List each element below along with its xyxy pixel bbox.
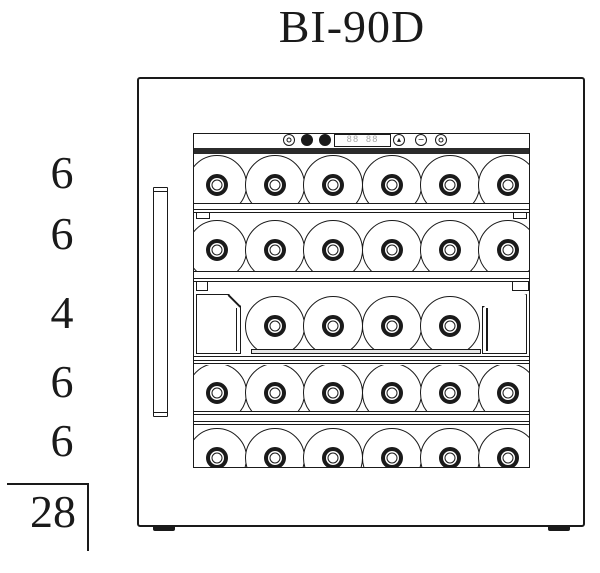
bottle-neck-icon bbox=[206, 382, 228, 404]
wine-bottle bbox=[362, 155, 422, 204]
wine-bottle bbox=[478, 220, 529, 271]
bottle-neck-icon bbox=[381, 382, 403, 404]
wine-bottle bbox=[362, 220, 422, 271]
wine-bottle bbox=[303, 428, 363, 467]
wine-bottle bbox=[245, 220, 305, 271]
shelf-2 bbox=[194, 271, 529, 282]
bottle-row-1 bbox=[194, 154, 529, 204]
bottle-neck-icon bbox=[264, 447, 286, 467]
row-capacity-label-4: 6 bbox=[50, 356, 74, 407]
wine-bottle bbox=[420, 428, 480, 467]
wine-bottle bbox=[362, 365, 422, 411]
bottle-neck-icon bbox=[206, 239, 228, 261]
temperature-display: 88 88 bbox=[334, 134, 391, 147]
bottle-row-4 bbox=[194, 365, 529, 411]
wine-bottle bbox=[245, 296, 305, 354]
wine-bottle bbox=[245, 428, 305, 467]
bottle-neck-icon bbox=[497, 382, 519, 404]
shelf-1-right-bracket bbox=[513, 213, 527, 219]
sum-divider-line bbox=[7, 483, 88, 485]
bottle-neck-icon bbox=[264, 315, 286, 337]
shelf-2-right-bracket bbox=[512, 282, 529, 291]
model-title: BI-90D bbox=[278, 1, 426, 52]
bottle-neck-icon bbox=[264, 239, 286, 261]
bottle-neck-icon bbox=[206, 447, 228, 467]
wine-bottle bbox=[362, 428, 422, 467]
wine-bottle bbox=[362, 296, 422, 354]
cabinet-foot-right bbox=[548, 527, 570, 531]
row-capacity-label-1: 6 bbox=[50, 147, 74, 198]
total-capacity-label: 28 bbox=[30, 486, 76, 537]
wine-bottle bbox=[303, 365, 363, 411]
wine-bottle bbox=[420, 155, 480, 204]
bottle-neck-icon bbox=[381, 174, 403, 196]
presentation-shelf-rail bbox=[251, 349, 481, 354]
door-handle[interactable] bbox=[153, 187, 168, 417]
wine-bottle bbox=[303, 296, 363, 354]
wine-bottle bbox=[245, 365, 305, 411]
wine-bottle bbox=[478, 365, 529, 411]
bottle-neck-icon bbox=[322, 239, 344, 261]
control-panel-band bbox=[194, 148, 529, 154]
bottle-neck-icon bbox=[381, 447, 403, 467]
bottle-neck-icon bbox=[381, 315, 403, 337]
temp-up-icon: ▴ bbox=[396, 135, 402, 144]
row-capacity-label-2: 6 bbox=[50, 208, 74, 259]
set-button bbox=[319, 134, 331, 146]
bottle-neck-icon bbox=[264, 174, 286, 196]
cabinet-foot-left bbox=[153, 527, 175, 531]
bottle-neck-icon bbox=[381, 239, 403, 261]
shelf-1-left-bracket bbox=[196, 213, 210, 219]
bottle-neck-icon bbox=[322, 447, 344, 467]
bottle-neck-icon bbox=[439, 315, 461, 337]
shelf-3 bbox=[194, 356, 529, 364]
bottle-neck-icon bbox=[439, 174, 461, 196]
wine-bottle bbox=[478, 155, 529, 204]
bottle-row-3 bbox=[194, 292, 529, 354]
wine-bottle bbox=[420, 220, 480, 271]
bottle-neck-icon bbox=[264, 382, 286, 404]
wine-bottle bbox=[303, 220, 363, 271]
wine-bottle bbox=[420, 296, 480, 354]
bottle-neck-icon bbox=[439, 447, 461, 467]
wine-bottle bbox=[194, 220, 247, 271]
bottle-neck-icon bbox=[497, 447, 519, 467]
wine-bottle bbox=[194, 155, 247, 204]
row-capacity-label-5: 6 bbox=[50, 415, 74, 466]
wine-bottle bbox=[420, 365, 480, 411]
light-button[interactable] bbox=[435, 134, 447, 146]
shelf-2-left-bracket bbox=[196, 282, 208, 291]
bottle-neck-icon bbox=[206, 174, 228, 196]
power-button[interactable] bbox=[283, 134, 295, 146]
bottle-row-5 bbox=[194, 425, 529, 467]
bottle-neck-icon bbox=[322, 174, 344, 196]
bottle-neck-icon bbox=[322, 382, 344, 404]
glass-door: 88 88 ▴ − bbox=[193, 133, 530, 468]
bottle-neck-icon bbox=[322, 315, 344, 337]
temp-down-icon: − bbox=[417, 135, 425, 144]
ring-icon bbox=[438, 137, 444, 143]
ring-icon bbox=[286, 137, 292, 143]
bottle-neck-icon bbox=[439, 382, 461, 404]
sum-bracket-line bbox=[87, 483, 89, 551]
shelf-1 bbox=[194, 203, 529, 213]
wine-bottle bbox=[478, 428, 529, 467]
bottle-neck-icon bbox=[497, 239, 519, 261]
temp-down-button[interactable]: − bbox=[415, 134, 427, 146]
row-capacity-label-3: 4 bbox=[50, 287, 74, 338]
wine-bottle bbox=[194, 365, 247, 411]
wine-bottle bbox=[194, 428, 247, 467]
run-indicator bbox=[301, 134, 313, 146]
shelf-4 bbox=[194, 411, 529, 425]
presentation-shelf-left-panel bbox=[196, 294, 241, 354]
bottle-neck-icon bbox=[497, 174, 519, 196]
bottle-row-2 bbox=[194, 220, 529, 271]
temp-up-button[interactable]: ▴ bbox=[393, 134, 405, 146]
bottle-neck-icon bbox=[439, 239, 461, 261]
wine-bottle bbox=[245, 155, 305, 204]
wine-bottle bbox=[303, 155, 363, 204]
